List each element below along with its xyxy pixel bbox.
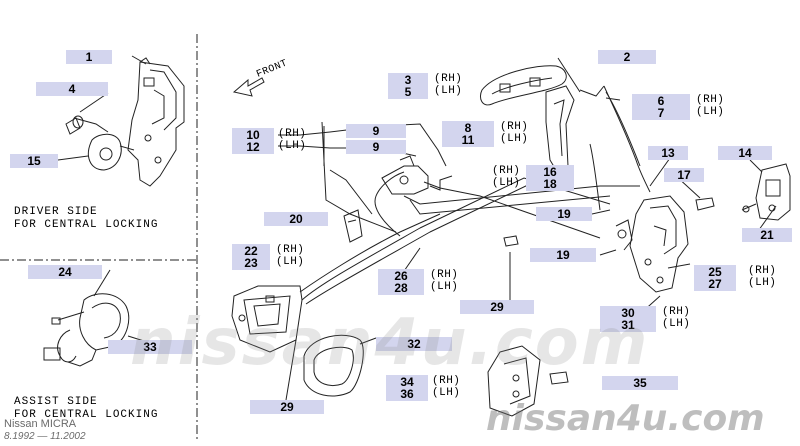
driver-side-caption: DRIVER SIDE FOR CENTRAL LOCKING	[14, 206, 158, 232]
rod-clip	[343, 209, 363, 243]
driver-lock-assembly	[57, 57, 185, 187]
side-label-rh: (RH)	[500, 121, 529, 133]
side-label-rh: (RH)	[434, 73, 463, 85]
callout-part-34[interactable]: 34	[386, 375, 428, 389]
callout-part-24[interactable]: 24	[28, 265, 102, 279]
side-label-rh: (RH)	[430, 269, 459, 281]
callout-part-9[interactable]: 9	[346, 124, 406, 138]
callout-part-31[interactable]: 31	[600, 318, 656, 332]
callout-part-16[interactable]: 16	[526, 165, 574, 179]
callout-part-23[interactable]: 23	[232, 256, 270, 270]
side-label-rh: (RH)	[432, 375, 461, 387]
front-arrow	[232, 77, 265, 97]
watermark-period: 8.1992 — 11.2002	[4, 431, 86, 442]
assist-side-caption: ASSIST SIDE FOR CENTRAL LOCKING	[14, 396, 158, 422]
inside-handle-escutcheon	[303, 334, 364, 397]
side-label-rh: (RH)	[696, 94, 725, 106]
inside-handle-bracket	[231, 285, 303, 353]
assist-actuator	[43, 293, 130, 367]
side-label-rh: (RH)	[662, 306, 691, 318]
callout-part-14[interactable]: 14	[718, 146, 772, 160]
callout-part-28[interactable]: 28	[378, 281, 424, 295]
watermark-model: Nissan MICRA	[4, 418, 77, 430]
side-label-lh: (LH)	[430, 281, 459, 293]
callout-part-5[interactable]: 5	[388, 85, 428, 99]
lock-rods	[299, 85, 651, 305]
callout-part-13[interactable]: 13	[648, 146, 688, 160]
callout-part-25[interactable]: 25	[694, 265, 736, 279]
side-label-rh: (RH)	[278, 128, 307, 140]
assist-side-caption-line2: FOR CENTRAL LOCKING	[14, 409, 159, 421]
handle-bezel	[545, 85, 575, 171]
side-label-lh: (LH)	[696, 106, 725, 118]
driver-side-caption-line2: FOR CENTRAL LOCKING	[14, 219, 159, 231]
side-label-lh: (LH)	[278, 140, 307, 152]
callout-part-29b[interactable]: 29	[250, 400, 324, 414]
callout-part-21[interactable]: 21	[742, 228, 792, 242]
side-label-lh: (LH)	[748, 277, 777, 289]
callout-part-1[interactable]: 1	[66, 50, 112, 64]
callout-part-18[interactable]: 18	[526, 177, 574, 191]
callout-part-3[interactable]: 3	[388, 73, 428, 87]
side-label-lh: (LH)	[662, 318, 691, 330]
inner-panel-bracket	[487, 345, 541, 417]
callout-part-9b[interactable]: 9	[346, 140, 406, 154]
side-label-rh: (RH)	[492, 165, 521, 177]
callout-part-35[interactable]: 35	[602, 376, 678, 390]
callout-part-11[interactable]: 11	[442, 133, 494, 147]
callout-part-22[interactable]: 22	[232, 244, 270, 258]
door-lock-unit	[615, 195, 689, 293]
callout-part-17[interactable]: 17	[664, 168, 704, 182]
door-striker	[741, 163, 791, 221]
callout-part-19b[interactable]: 19	[530, 248, 596, 262]
callout-part-12[interactable]: 12	[232, 140, 274, 154]
side-label-lh: (LH)	[432, 387, 461, 399]
callout-part-30[interactable]: 30	[600, 306, 656, 320]
side-label-rh: (RH)	[748, 265, 777, 277]
side-label-lh: (LH)	[500, 133, 529, 145]
callout-part-36[interactable]: 36	[386, 387, 428, 401]
callout-part-7[interactable]: 7	[632, 106, 690, 120]
side-label-lh: (LH)	[492, 177, 521, 189]
callout-part-4[interactable]: 4	[36, 82, 108, 96]
lock-lever	[381, 155, 429, 195]
callout-part-2[interactable]: 2	[598, 50, 656, 64]
callout-part-10[interactable]: 10	[232, 128, 274, 142]
callout-part-19[interactable]: 19	[536, 207, 592, 221]
outside-door-handle	[479, 65, 567, 106]
side-label-lh: (LH)	[276, 256, 305, 268]
callout-part-15[interactable]: 15	[10, 154, 58, 168]
side-label-rh: (RH)	[276, 244, 305, 256]
driver-side-caption-line1: DRIVER SIDE	[14, 206, 98, 218]
watermark-corner: nissan4u.com	[486, 398, 765, 439]
callout-part-6[interactable]: 6	[632, 94, 690, 108]
assist-side-caption-line1: ASSIST SIDE	[14, 396, 98, 408]
callout-part-29[interactable]: 29	[460, 300, 534, 314]
watermark-main: nissan4u.com	[130, 306, 650, 380]
callout-part-32[interactable]: 32	[376, 337, 452, 351]
callout-part-26[interactable]: 26	[378, 269, 424, 283]
callout-part-20[interactable]: 20	[264, 212, 328, 226]
callout-part-8[interactable]: 8	[442, 121, 494, 135]
callout-part-33[interactable]: 33	[108, 340, 192, 354]
callout-part-27[interactable]: 27	[694, 277, 736, 291]
side-label-lh: (LH)	[434, 85, 463, 97]
screws	[65, 117, 715, 385]
